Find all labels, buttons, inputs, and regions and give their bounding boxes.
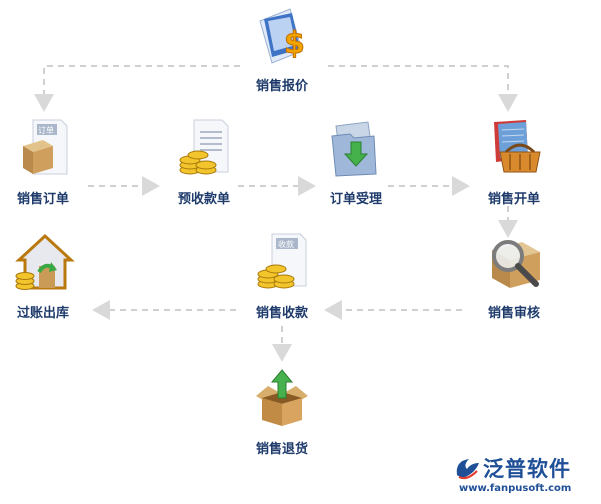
brand-name: 泛普软件 xyxy=(483,457,571,481)
order-box-document-icon: 订单 xyxy=(23,119,68,175)
folder-download-icon xyxy=(331,121,377,177)
node-label: 销售订单 xyxy=(16,192,69,207)
node-sales-audit[interactable]: 销售审核 xyxy=(459,232,569,321)
fanpu-logo-icon xyxy=(456,459,479,480)
order-tag-text: 订单 xyxy=(38,125,54,135)
node-sales-return[interactable]: 销售退货 xyxy=(227,368,337,457)
node-label: 销售收款 xyxy=(255,306,308,321)
node-label: 预收款单 xyxy=(177,192,230,207)
node-label: 销售退货 xyxy=(255,442,308,457)
svg-text:$: $ xyxy=(284,26,305,61)
collect-tag-text: 收款 xyxy=(278,239,294,249)
node-label: 销售报价 xyxy=(255,79,308,94)
node-post-outbound[interactable]: 过账出库 xyxy=(0,232,98,321)
node-order-acceptance[interactable]: 订单受理 xyxy=(301,118,411,207)
basket-book-icon xyxy=(494,120,541,173)
node-sales-order[interactable]: 订单 销售订单 xyxy=(0,118,98,207)
price-document-icon: $ xyxy=(259,8,305,64)
brand-url: www.fanpusoft.com xyxy=(459,483,572,494)
warehouse-house-icon xyxy=(15,233,75,290)
node-label: 过账出库 xyxy=(16,306,69,321)
brand-logo: 泛普软件 www.fanpusoft.com xyxy=(453,453,593,494)
magnifier-box-icon xyxy=(492,240,540,288)
arrow-quote-to-order xyxy=(34,65,240,112)
node-advance-receipt[interactable]: 预收款单 xyxy=(149,118,259,207)
node-sales-collection[interactable]: 收款 销售收款 xyxy=(227,232,337,321)
node-label: 销售开单 xyxy=(487,192,540,207)
collection-coins-document-icon: 收款 xyxy=(257,233,307,289)
arrow-quote-to-invoice xyxy=(328,65,518,112)
node-label: 订单受理 xyxy=(329,192,382,207)
node-sales-invoice[interactable]: 销售开单 xyxy=(459,118,569,207)
node-sales-quote[interactable]: $ 销售报价 xyxy=(227,5,337,94)
node-label: 销售审核 xyxy=(487,306,540,321)
return-box-icon xyxy=(256,369,308,426)
coins-document-icon xyxy=(179,119,229,175)
